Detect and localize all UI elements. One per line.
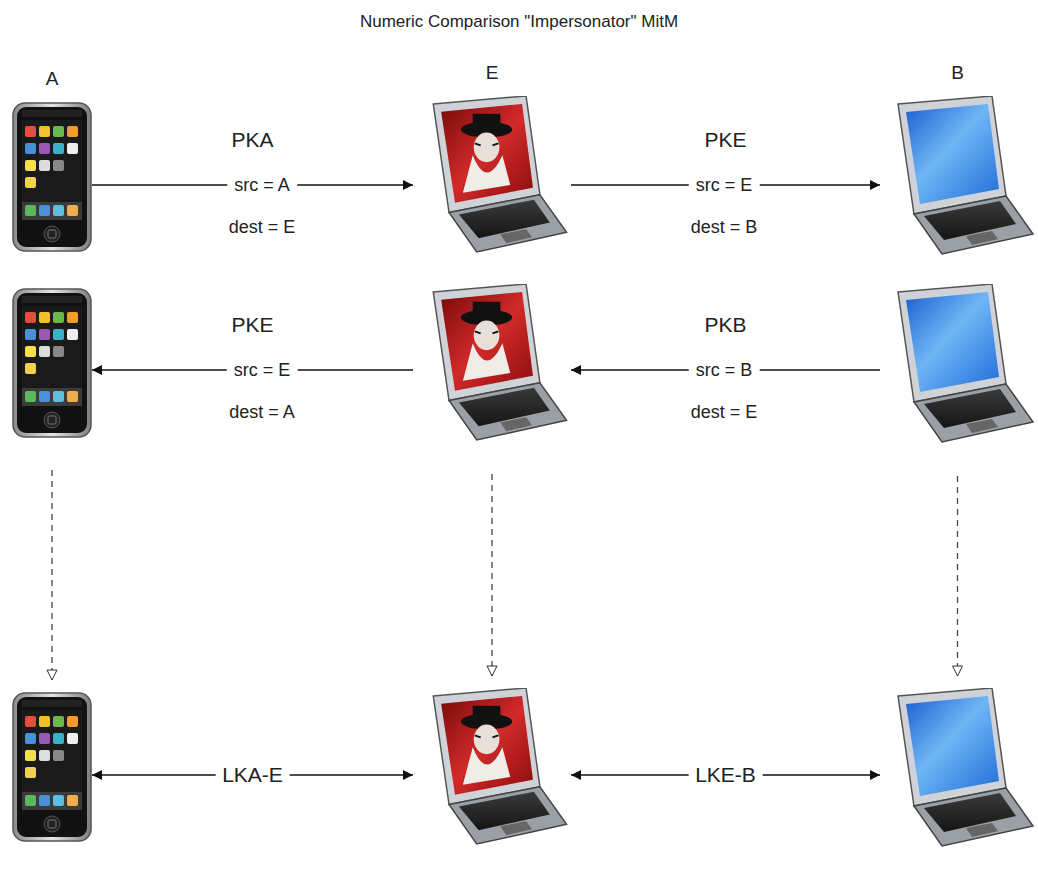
device-node: A <box>12 102 92 252</box>
address-label: dest = E <box>222 216 303 239</box>
address-label: dest = E <box>684 401 765 424</box>
device-node <box>880 284 1035 444</box>
device-label: B <box>951 62 964 84</box>
device-label: E <box>486 62 499 84</box>
key-label: LKE-B <box>688 762 763 788</box>
key-label: PKB <box>697 312 753 338</box>
address-label: dest = B <box>684 216 765 239</box>
address-label: src = B <box>689 359 760 382</box>
device-node <box>880 688 1035 848</box>
device-node <box>413 688 571 846</box>
device-node: E <box>413 96 571 254</box>
device-node <box>12 288 92 438</box>
key-label: LKA-E <box>215 762 290 788</box>
address-label: src = E <box>689 174 760 197</box>
dashed-arrow <box>491 474 492 676</box>
diagram-title: Numeric Comparison "Impersonator" MitM <box>0 12 1038 32</box>
device-node <box>413 284 571 442</box>
address-label: dest = A <box>222 401 302 424</box>
address-label: src = A <box>227 174 297 197</box>
address-label: src = E <box>227 359 298 382</box>
device-node <box>12 692 92 842</box>
device-node: B <box>880 96 1035 256</box>
dashed-arrow <box>51 470 52 680</box>
device-label: A <box>46 68 59 90</box>
dashed-arrow <box>957 476 958 676</box>
key-label: PKE <box>697 127 753 153</box>
key-label: PKA <box>224 127 280 153</box>
key-label: PKE <box>224 312 280 338</box>
